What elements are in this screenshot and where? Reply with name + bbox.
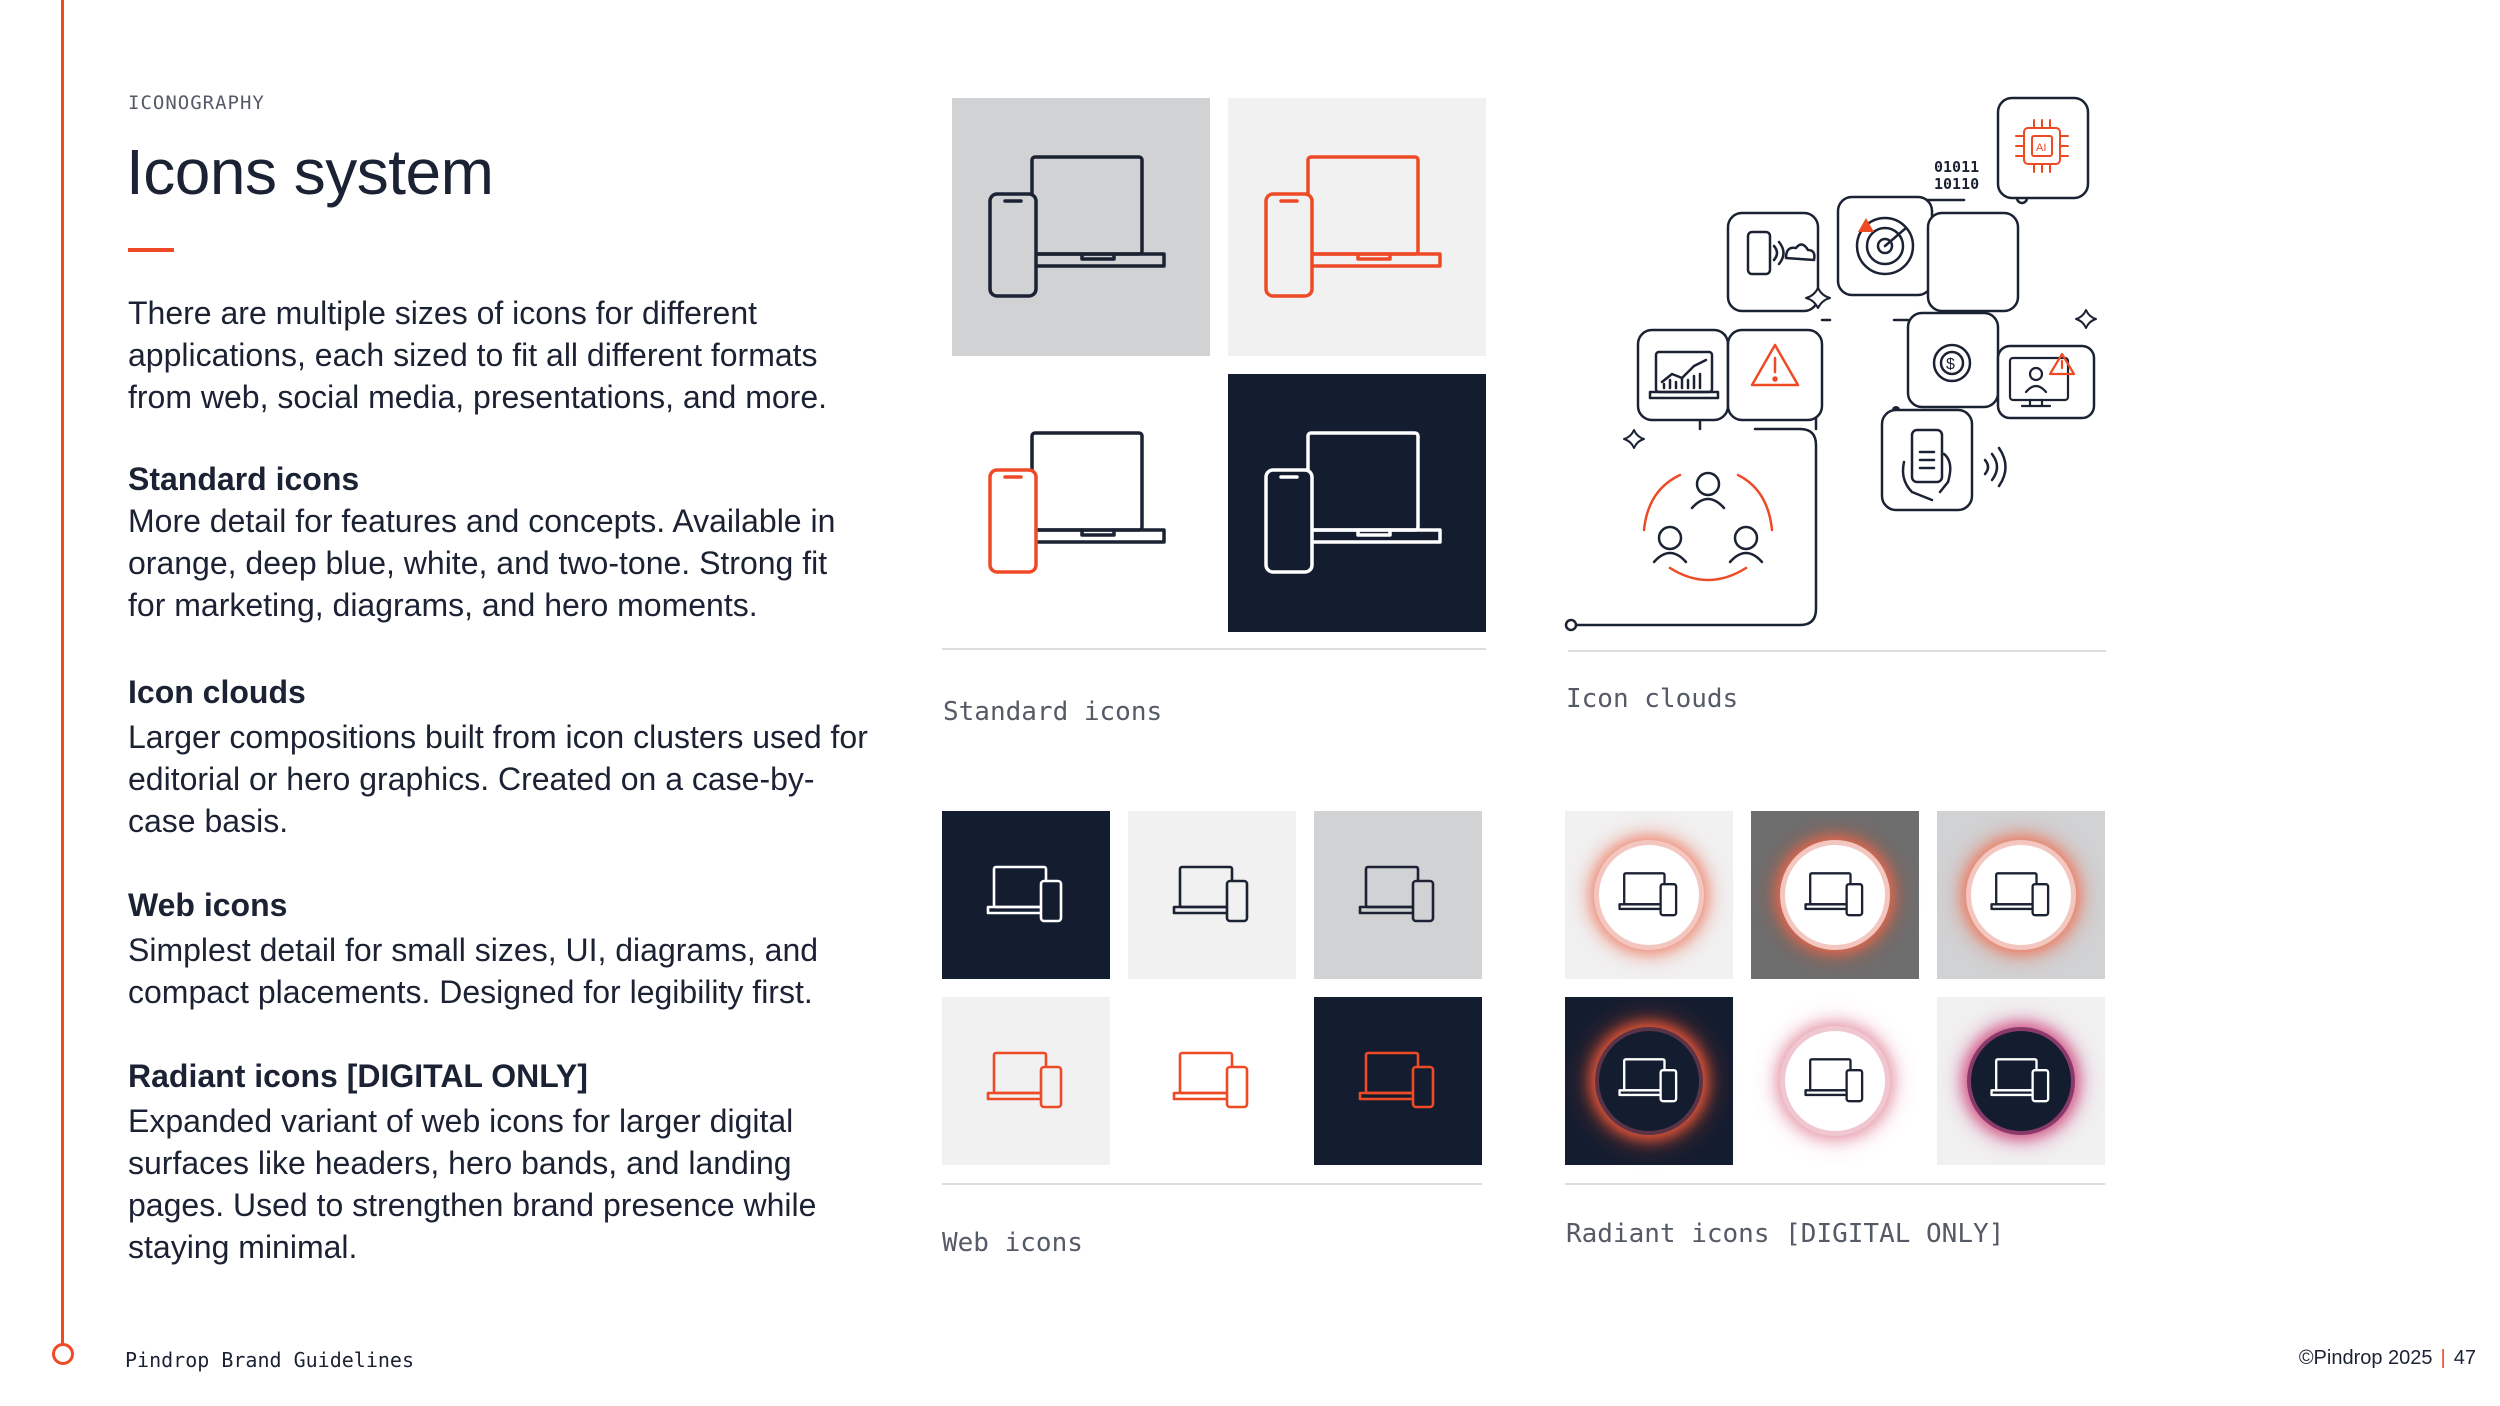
icon-clouds-caption: Icon clouds (1566, 684, 1739, 714)
laptop-and-phone-icon (988, 431, 1166, 574)
section-eyebrow: ICONOGRAPHY (128, 92, 265, 114)
radiant-divider (1565, 1183, 2105, 1185)
svg-text:01011: 01011 (1934, 158, 1979, 176)
laptop-and-phone-icon (1804, 872, 1864, 917)
svg-text:AI: AI (2036, 142, 2046, 154)
radiant-glow-circle (1599, 845, 1699, 945)
radiant-glow-circle (1599, 1031, 1699, 1131)
radiant-icon-tile-navy-on-light (1937, 997, 2105, 1165)
radiant-icon-tile-gray (1937, 811, 2105, 979)
standard-icon-tile-white-on-navy (1228, 374, 1486, 632)
svg-text:10110: 10110 (1934, 175, 1979, 193)
radiant-icon-tile-navy (1565, 997, 1733, 1165)
laptop-and-phone-icon (1990, 872, 2050, 917)
footer-copyright: ©Pindrop 2025 (2298, 1347, 2433, 1369)
laptop-and-phone-icon (1264, 155, 1442, 298)
page-title: Icons system (126, 136, 494, 208)
laptop-and-phone-icon (1264, 431, 1442, 574)
web-divider (942, 1183, 1482, 1185)
laptop-and-phone-icon (1358, 865, 1435, 923)
accent-rail (61, 0, 64, 1345)
radiant-icon-tile-light (1565, 811, 1733, 979)
clouds-divider (1568, 650, 2106, 652)
standard-icon-tile-orange-on-light (1228, 98, 1486, 356)
intro-paragraph: There are multiple sizes of icons for di… (128, 295, 827, 415)
standard-icons-heading: Standard icons (128, 461, 360, 497)
radiant-icon-tile-dark-gray (1751, 811, 1919, 979)
laptop-and-phone-icon (1172, 865, 1249, 923)
web-icon-tile-orange-on-light (942, 997, 1110, 1165)
standard-divider (942, 648, 1486, 650)
laptop-and-phone-icon (1618, 1058, 1678, 1103)
standard-icons-body: More detail for features and concepts. A… (128, 503, 836, 623)
icon-cloud-illustration: 01011 10110 AI $ (1564, 96, 2097, 632)
radiant-glow-circle (1785, 845, 1885, 945)
laptop-and-phone-icon (1172, 1051, 1249, 1109)
web-icons-body: Simplest detail for small sizes, UI, dia… (128, 932, 819, 1010)
web-icon-tile-orange-on-navy (1314, 997, 1482, 1165)
laptop-and-phone-icon (1358, 1051, 1435, 1109)
web-icon-tile-white-on-navy (942, 811, 1110, 979)
icon-clouds-heading: Icon clouds (128, 674, 306, 710)
standard-icons-caption: Standard icons (943, 697, 1163, 727)
laptop-and-phone-icon (1990, 1058, 2050, 1103)
radiant-glow-circle (1971, 845, 2071, 945)
radiant-icons-caption: Radiant icons [DIGITAL ONLY] (1566, 1219, 2005, 1249)
footer-brand: Pindrop Brand Guidelines (125, 1348, 414, 1372)
laptop-and-phone-icon (1804, 1058, 1864, 1103)
radiant-icon-tile-white (1751, 997, 1919, 1165)
radiant-icons-heading: Radiant icons [DIGITAL ONLY] (128, 1058, 588, 1094)
svg-text:$: $ (1946, 356, 1955, 373)
rail-end-dot (52, 1343, 74, 1365)
radiant-icons-body: Expanded variant of web icons for larger… (128, 1103, 817, 1265)
laptop-and-phone-icon (1618, 872, 1678, 917)
web-icons-caption: Web icons (942, 1228, 1083, 1258)
title-accent-bar (128, 248, 174, 252)
footer-separator: | (2440, 1347, 2446, 1369)
laptop-and-phone-icon (988, 155, 1166, 298)
web-icon-tile-orange-on-white (1128, 997, 1296, 1165)
radiant-glow-circle (1971, 1031, 2071, 1131)
footer-page-info: ©Pindrop 2025 | 47 (2299, 1347, 2476, 1370)
radiant-glow-circle (1785, 1031, 1885, 1131)
laptop-and-phone-icon (986, 1051, 1063, 1109)
web-icons-heading: Web icons (128, 887, 288, 923)
page-number: 47 (2453, 1347, 2476, 1369)
icon-clouds-body: Larger compositions built from icon clus… (128, 719, 868, 839)
standard-icon-tile-navy-on-gray (952, 98, 1210, 356)
laptop-and-phone-icon (986, 865, 1063, 923)
web-icon-tile-navy-on-gray (1314, 811, 1482, 979)
standard-icon-tile-two-tone (952, 374, 1210, 632)
web-icon-tile-navy-on-light (1128, 811, 1296, 979)
